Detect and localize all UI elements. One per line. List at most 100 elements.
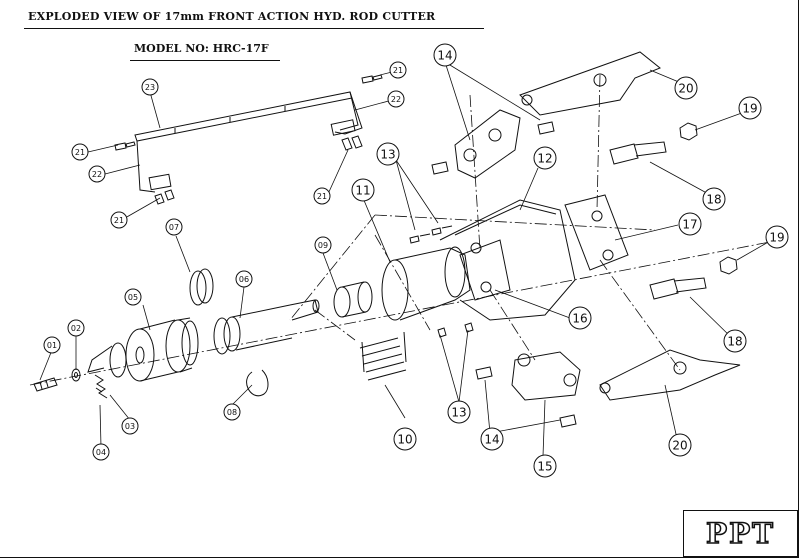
callout-circle — [223, 403, 241, 421]
callout-20: 20 — [668, 433, 692, 457]
drawing-title: EXPLODED VIEW OF 17mm FRONT ACTION HYD. … — [28, 10, 436, 23]
callout-circle — [141, 78, 159, 96]
callout-19: 19 — [765, 225, 789, 249]
part-21-screws — [114, 74, 383, 205]
callout-circle — [67, 319, 85, 337]
callout-circle — [121, 417, 139, 435]
logo-box: PPT — [683, 510, 798, 557]
callout-number: 02 — [71, 324, 81, 333]
model-number: MODEL NO: HRC-17F — [134, 42, 269, 55]
callout-number: 22 — [391, 95, 401, 104]
callout-01: 01 — [43, 336, 61, 354]
callout-number: 13 — [380, 148, 395, 162]
brand-logo: PPT — [705, 516, 775, 551]
callout-number: 15 — [537, 460, 552, 474]
callout-04: 04 — [92, 443, 110, 461]
callout-07: 07 — [165, 218, 183, 236]
callout-number: 20 — [672, 439, 687, 453]
callout-number: 06 — [239, 275, 249, 284]
callout-11: 11 — [351, 178, 375, 202]
callout-number: 03 — [125, 422, 135, 431]
part-16-blade — [459, 239, 511, 301]
part-17-side-plate — [564, 194, 629, 271]
callout-number: 18 — [727, 335, 742, 349]
callout-09: 09 — [314, 236, 332, 254]
callout-number: 16 — [572, 312, 587, 326]
callout-03: 03 — [121, 417, 139, 435]
callout-number: 10 — [397, 433, 412, 447]
callout-18: 18 — [723, 329, 747, 353]
part-11-body — [381, 246, 471, 321]
part-14-upper-clamp — [431, 109, 555, 179]
callout-22: 22 — [387, 90, 405, 108]
leader-lines — [39, 61, 778, 457]
callout-23: 23 — [141, 78, 159, 96]
callout-circle — [678, 212, 702, 236]
callout-14: 14 — [433, 43, 457, 67]
callout-17: 17 — [678, 212, 702, 236]
callout-number: 13 — [451, 406, 466, 420]
callout-circle — [71, 143, 89, 161]
callout-circle — [376, 142, 400, 166]
callout-number: 21 — [114, 216, 124, 225]
callout-circle — [88, 165, 106, 183]
part-03-handle-assembly — [87, 342, 127, 399]
callout-05: 05 — [124, 288, 142, 306]
callout-circle — [480, 427, 504, 451]
part-01-fitting — [33, 377, 58, 392]
center-lines — [29, 74, 781, 386]
callout-number: 04 — [96, 448, 106, 457]
part-23-rod-guard — [134, 91, 363, 193]
part-10-spring — [359, 331, 407, 381]
callout-circle — [110, 211, 128, 229]
callout-circle — [393, 427, 417, 451]
callout-number: 21 — [75, 148, 85, 157]
model-underline — [130, 60, 280, 61]
callout-circle — [533, 454, 557, 478]
callout-number: 05 — [128, 293, 138, 302]
callout-21: 21 — [389, 61, 407, 79]
callout-circle — [668, 433, 692, 457]
callout-number: 08 — [227, 408, 237, 417]
callout-number: 21 — [393, 66, 403, 75]
callout-19: 19 — [738, 96, 762, 120]
callout-circle — [387, 90, 405, 108]
callout-circle — [674, 76, 698, 100]
callout-circle — [314, 236, 332, 254]
part-09-bushing — [333, 281, 373, 318]
part-12-frame-plate — [439, 199, 576, 321]
callout-10: 10 — [393, 427, 417, 451]
callout-circle — [351, 178, 375, 202]
part-07-seal-ring — [189, 268, 214, 306]
callout-circle — [568, 306, 592, 330]
part-18-pins — [609, 141, 707, 300]
callout-21: 21 — [110, 211, 128, 229]
callout-21: 21 — [313, 187, 331, 205]
callout-number: 19 — [742, 102, 757, 116]
callout-02: 02 — [67, 319, 85, 337]
callout-18: 18 — [702, 187, 726, 211]
callout-circle — [533, 146, 557, 170]
callout-12: 12 — [533, 146, 557, 170]
part-14-lower-clamp — [475, 351, 581, 428]
callout-number: 01 — [47, 341, 57, 350]
callout-number: 11 — [355, 184, 370, 198]
part-13-screws — [409, 225, 474, 338]
callout-circle — [447, 400, 471, 424]
callout-circle — [389, 61, 407, 79]
callout-22: 22 — [88, 165, 106, 183]
callout-number: 23 — [145, 83, 155, 92]
callout-06: 06 — [235, 270, 253, 288]
callout-13: 13 — [447, 400, 471, 424]
callout-circle — [235, 270, 253, 288]
callout-number: 14 — [437, 49, 452, 63]
callout-circle — [723, 329, 747, 353]
part-02-washer — [71, 368, 81, 382]
callout-number: 09 — [318, 241, 328, 250]
callout-15: 15 — [533, 454, 557, 478]
callout-number: 19 — [769, 231, 784, 245]
callout-13: 13 — [376, 142, 400, 166]
callout-number: 18 — [706, 193, 721, 207]
callout-08: 08 — [223, 403, 241, 421]
